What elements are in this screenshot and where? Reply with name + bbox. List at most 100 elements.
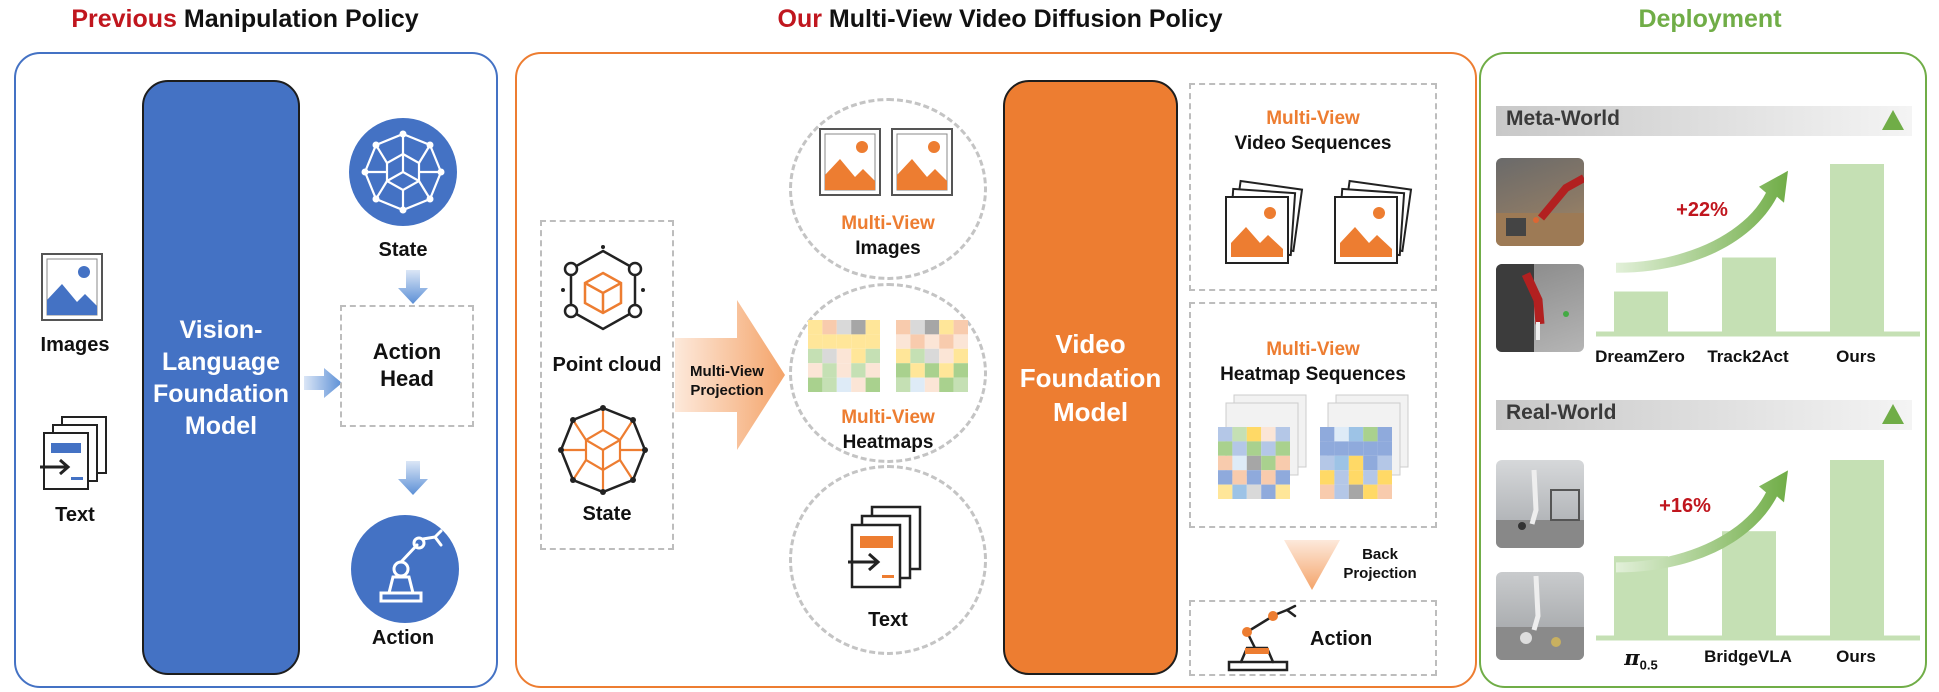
heatmap-cell [1377, 484, 1392, 499]
mv-images-label: Multi-View Images [789, 211, 987, 261]
meta-world-label: Meta-World [1506, 107, 1620, 130]
heatmap-cell [1232, 484, 1247, 499]
left-panel [14, 52, 498, 688]
heatmap-cell [910, 334, 925, 349]
heatmap-cell [1377, 470, 1392, 485]
heatmap-cell [924, 334, 940, 349]
meta-world-header-bar [1496, 106, 1912, 136]
real-world-bar-label-2: Ours [1836, 647, 1876, 666]
image-icon [818, 127, 882, 197]
network-icon [557, 404, 649, 496]
triangle-up-icon [1882, 404, 1904, 424]
vfm-line-1: Video [1055, 328, 1126, 359]
chart-bar [1830, 460, 1884, 638]
heatmap-cell [836, 363, 852, 378]
heatmap-stack-icon [1218, 394, 1312, 505]
meta-world-bar-label-0: DreamZero [1595, 347, 1685, 366]
heatmap-cell [1232, 455, 1247, 471]
mv-heatmaps-circle [789, 283, 987, 463]
heatmap-cell [1246, 441, 1262, 456]
heatmap-seq-highlight: Multi-View [1266, 339, 1360, 360]
heatmap-cell [1320, 427, 1335, 442]
heatmap-cell [851, 320, 866, 335]
video-sequences-box [1189, 83, 1437, 291]
heatmap-cell [1334, 484, 1349, 499]
heatmap-cell [1320, 484, 1335, 499]
text-label: Text [55, 504, 95, 526]
heatmap-cell [808, 348, 823, 364]
heatmap-cell [822, 363, 837, 378]
heatmap-cell [924, 363, 940, 378]
heatmap-cell [1275, 484, 1290, 499]
projection-arrow-icon [675, 300, 785, 450]
chart-bar [1614, 291, 1668, 334]
heatmap-cell [851, 334, 866, 349]
heatmap-cell [896, 363, 911, 378]
heatmap-sequences-label: Multi-View Heatmap Sequences [1189, 337, 1437, 387]
network-icon [349, 118, 457, 226]
pi-subscript: 0.5 [1639, 657, 1658, 673]
heatmap-cell [1275, 455, 1290, 471]
action-head-line-1: Action [372, 339, 442, 364]
heatmap-cell [953, 377, 968, 392]
middle-state-label: State [582, 503, 632, 525]
heatmap-cell [822, 320, 837, 335]
heatmap-cell [896, 320, 911, 335]
heatmap-cell [865, 363, 880, 378]
real-world-label: Real-World [1506, 401, 1617, 424]
middle-action-label: Action [1310, 628, 1373, 650]
heatmap-cell [808, 320, 823, 335]
heatmap-cell [1348, 441, 1364, 456]
heatmap-cell [836, 348, 852, 364]
heatmap-cell [1377, 441, 1392, 456]
left-action-label: Action [371, 627, 435, 649]
meta-world-scene-image [1496, 158, 1584, 246]
left-title-highlight: Previous [71, 5, 177, 33]
left-panel-title: Previous Manipulation Policy [10, 5, 480, 34]
action-head-line-2: Head [380, 366, 434, 391]
point-cloud-label: Point cloud [552, 354, 662, 376]
heatmap-cell [1348, 484, 1364, 499]
heatmap-cell [1377, 455, 1392, 471]
heatmap-cell [1261, 455, 1276, 471]
mv-heatmaps-text: Heatmaps [842, 432, 934, 453]
video-sequences-label: Multi-View Video Sequences [1189, 106, 1437, 156]
arrow-down-icon [398, 270, 428, 304]
middle-panel-title: Our Multi-View Video Diffusion Policy [520, 5, 1480, 34]
mv-heatmaps-highlight: Multi-View [841, 407, 935, 428]
vlm-line-3: Foundation [152, 379, 290, 408]
heatmap-cell [1334, 427, 1349, 442]
projection-arrow-label: Multi-View Projection [672, 362, 782, 400]
growth-arrow-icon [1616, 470, 1788, 573]
heatmap-cell [1232, 441, 1247, 456]
real-world-header-bar [1496, 400, 1912, 430]
back-projection-line-2: Projection [1343, 565, 1417, 582]
heatmap-cell [808, 363, 823, 378]
heatmap-cell [939, 320, 954, 335]
projection-line-1: Multi-View [690, 363, 764, 380]
heatmap-cell [851, 377, 866, 392]
heatmap-cell [865, 377, 880, 392]
heatmap-cell [924, 348, 940, 364]
vision-language-foundation-model-block: Vision- Language Foundation Model [142, 80, 300, 675]
image-stack-icon [1222, 179, 1306, 267]
meta-world-bar-label-2: Ours [1836, 347, 1876, 366]
heatmap-cell [865, 334, 880, 349]
heatmap-cell [1275, 441, 1290, 456]
heatmap-cell [1261, 484, 1276, 499]
heatmap-sequences-box [1189, 302, 1437, 528]
heatmap-cell [1218, 470, 1233, 485]
middle-text-label: Text [868, 609, 908, 631]
back-projection-line-1: Back [1362, 546, 1398, 563]
heatmap-cell [939, 363, 954, 378]
document-icon [38, 415, 110, 491]
heatmap-cell [1218, 484, 1233, 499]
meta-world-chart [1596, 150, 1920, 340]
pi-symbol: π [1624, 645, 1640, 670]
robot-arm-icon [1225, 604, 1305, 672]
heatmap-seq-text: Heatmap Sequences [1220, 364, 1406, 385]
document-icon [846, 505, 926, 589]
heatmap-cell [1246, 470, 1262, 485]
vfm-line-3: Model [1052, 396, 1129, 427]
heatmap-cell [1348, 427, 1364, 442]
